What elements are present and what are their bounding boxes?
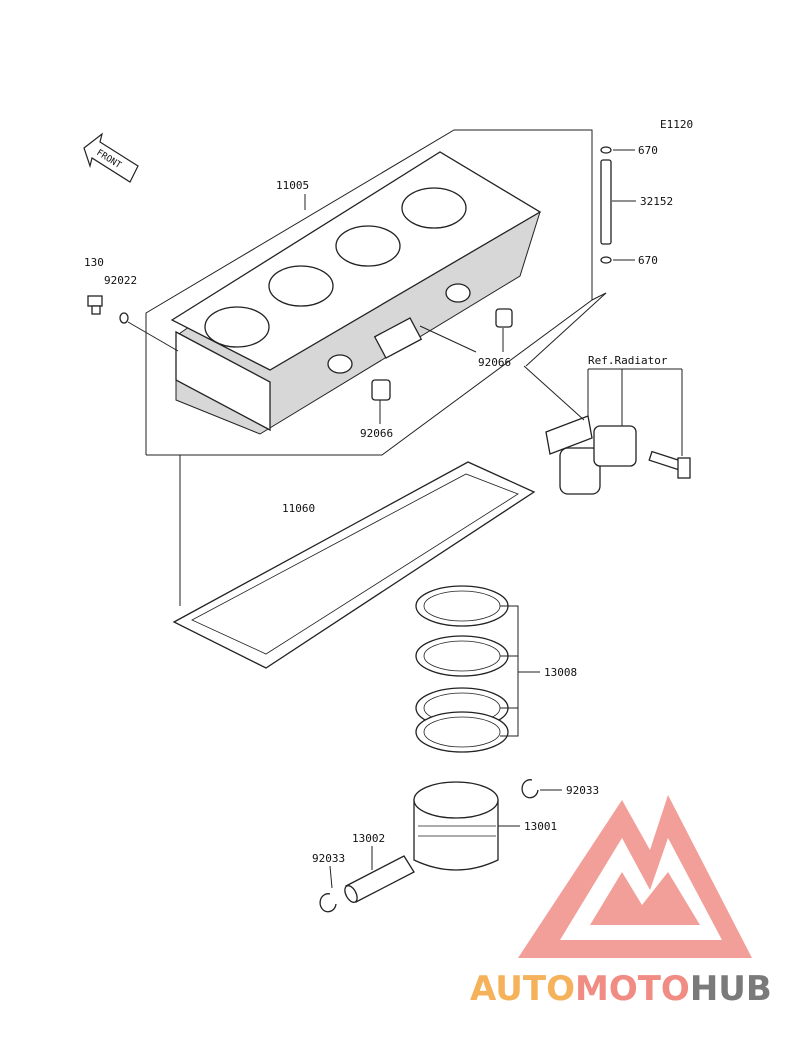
label-92033-right: 92033 [566, 784, 599, 797]
label-11060: 11060 [282, 502, 315, 515]
label-670-top: 670 [638, 144, 658, 157]
piston-pin-13002 [344, 846, 415, 903]
watermark-text: AUTOMOTOHUB [470, 969, 772, 1009]
radiator-fitting [523, 365, 691, 495]
label-92033-left: 92033 [312, 852, 345, 865]
watermark-hub: HUB [690, 969, 772, 1009]
diagram-code: E1120 [660, 118, 693, 131]
label-92066-upper: 92066 [478, 356, 511, 369]
label-92022: 92022 [104, 274, 137, 287]
piston-rings-13008 [415, 585, 540, 753]
label-130: 130 [84, 256, 104, 269]
plugs-92066 [371, 308, 513, 424]
label-670-bottom: 670 [638, 254, 658, 267]
pipe-32152 [600, 146, 636, 264]
label-11005: 11005 [276, 179, 309, 192]
label-13008: 13008 [544, 666, 577, 679]
cylinder-block [170, 151, 542, 435]
label-92066-lower: 92066 [360, 427, 393, 440]
frame-lines [145, 129, 607, 456]
label-13002: 13002 [352, 832, 385, 845]
watermark-logo [518, 795, 752, 958]
watermark-auto: AUTO [470, 969, 575, 1009]
bolt-130 [87, 295, 179, 352]
piston-13001 [413, 781, 520, 871]
gasket-11060 [172, 455, 536, 669]
watermark-moto: MOTO [575, 969, 690, 1009]
clips-92033 [319, 779, 562, 913]
label-13001: 13001 [524, 820, 557, 833]
label-32152: 32152 [640, 195, 673, 208]
label-ref-radiator: Ref.Radiator [588, 354, 668, 367]
front-arrow-icon: FRONT [83, 132, 139, 183]
